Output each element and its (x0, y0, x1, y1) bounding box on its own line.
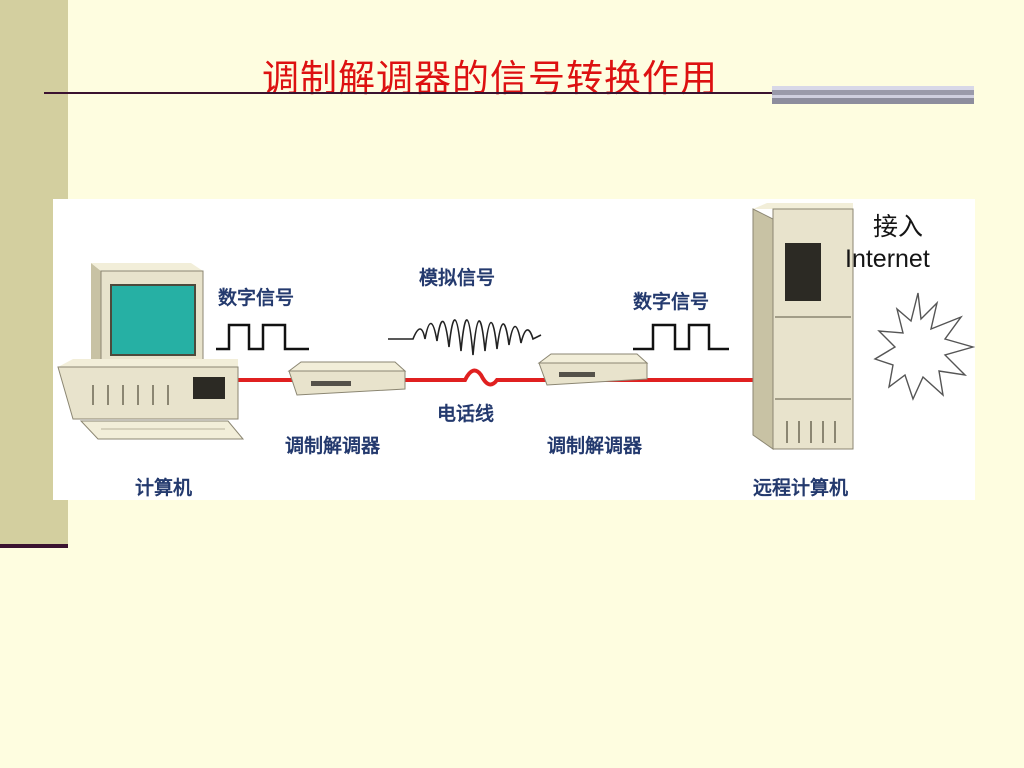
modem-signal-diagram: 数字信号 模拟信号 数字信号 电话线 调制解调器 调制解调器 计算机 远程计算机… (53, 199, 975, 500)
modem-icon-right (537, 353, 649, 386)
square-wave-icon-left (216, 323, 309, 351)
internet-label: Internet (845, 245, 930, 273)
modem-icon-left (287, 361, 407, 396)
digital-signal-left-label: 数字信号 (218, 287, 295, 309)
access-label: 接入 (873, 213, 924, 241)
server-tower-icon (752, 203, 854, 450)
title-underline (44, 92, 804, 94)
square-wave-icon-right (633, 323, 729, 351)
internet-burst-icon (873, 292, 975, 401)
remote-computer-label: 远程计算机 (753, 477, 849, 499)
analog-wave-icon (388, 319, 542, 356)
computer-icon (57, 263, 245, 440)
side-accent-line (0, 544, 68, 548)
analog-signal-label: 模拟信号 (419, 267, 496, 289)
computer-label: 计算机 (135, 477, 193, 499)
title-decoration-bars (772, 86, 974, 104)
modem-left-label: 调制解调器 (285, 435, 381, 457)
digital-signal-right-label: 数字信号 (633, 291, 710, 313)
diagram-graphics (57, 203, 975, 450)
phone-line-label: 电话线 (437, 403, 495, 425)
modem-right-label: 调制解调器 (547, 435, 643, 457)
